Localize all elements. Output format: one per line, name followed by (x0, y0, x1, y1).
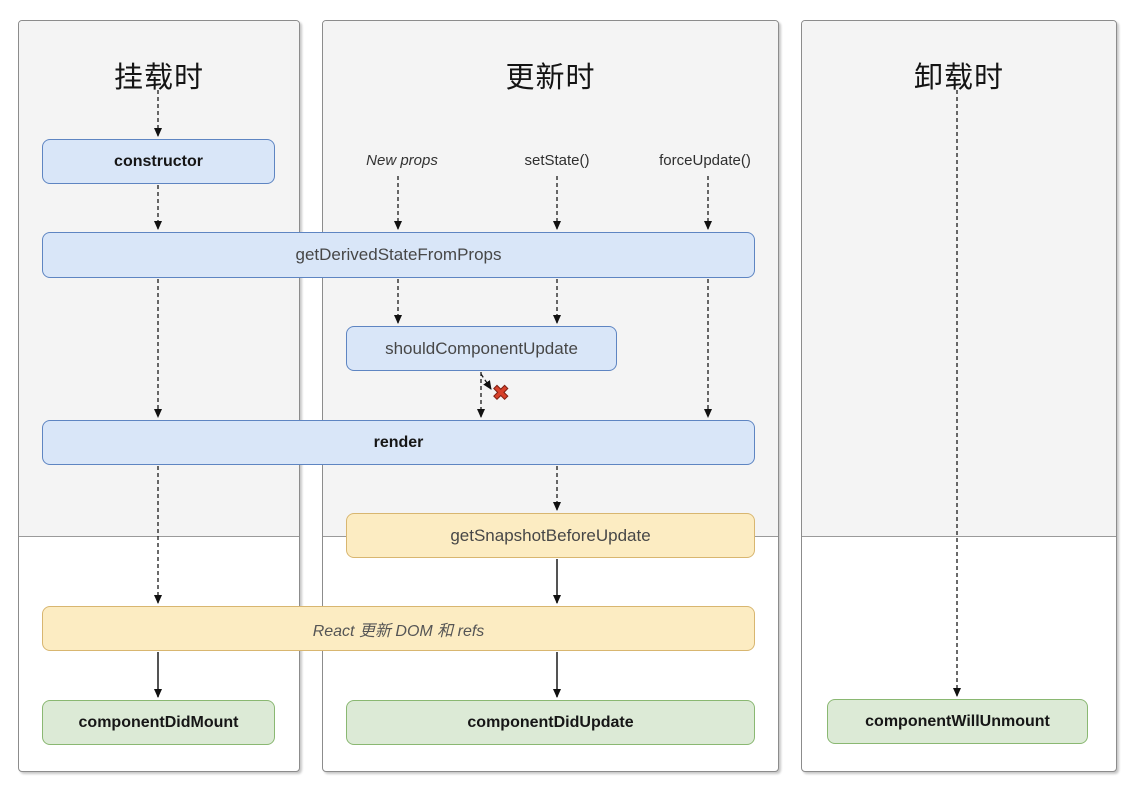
node-get-derived-state-from-props: getDerivedStateFromProps (42, 232, 755, 278)
node-component-did-update: componentDidUpdate (346, 700, 755, 745)
node-react-updates-dom-refs: React 更新 DOM 和 refs (42, 606, 755, 651)
panel-updating: 更新时 (322, 20, 779, 772)
panel-mounting: 挂载时 (18, 20, 300, 772)
stop-x-icon: ✖ (492, 382, 511, 405)
node-component-did-mount: componentDidMount (42, 700, 275, 745)
node-component-will-unmount: componentWillUnmount (827, 699, 1088, 744)
node-should-component-update: shouldComponentUpdate (346, 326, 617, 371)
column-title-unmounting: 卸载时 (913, 62, 1004, 94)
render-phase-background (802, 21, 1116, 537)
node-get-snapshot-before-update: getSnapshotBeforeUpdate (346, 513, 755, 558)
node-render: render (42, 420, 755, 465)
panel-unmounting: 卸载时 (801, 20, 1117, 772)
node-constructor: constructor (42, 139, 275, 184)
trigger-force-update: forceUpdate() (659, 152, 751, 169)
trigger-set-state: setState() (524, 152, 590, 169)
column-title-mounting: 挂载时 (113, 62, 204, 94)
trigger-new-props: New props (366, 152, 438, 169)
column-title-updating: 更新时 (505, 62, 596, 94)
